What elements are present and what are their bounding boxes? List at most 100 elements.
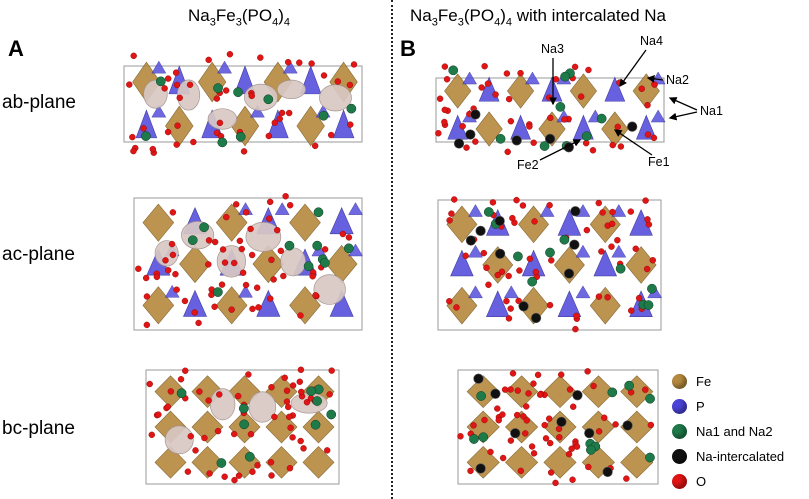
na-atom xyxy=(483,207,494,217)
panel-divider xyxy=(391,0,393,499)
o-atom xyxy=(572,325,579,333)
legend-item-fe: Fe xyxy=(672,371,711,391)
o-atom xyxy=(571,63,579,71)
p-tetrahedron xyxy=(557,290,582,317)
o-atom xyxy=(130,147,137,155)
na-atom xyxy=(312,396,322,406)
p-tetrahedron xyxy=(611,244,627,258)
o-atom xyxy=(547,114,554,122)
o-atom xyxy=(608,243,615,250)
o-atom xyxy=(266,215,273,222)
na-atom xyxy=(310,419,321,430)
o-atom xyxy=(546,202,553,209)
o-atom xyxy=(155,411,162,418)
o-atom xyxy=(231,476,238,484)
o-atom xyxy=(249,305,256,313)
o-atom xyxy=(308,60,315,67)
o-atom xyxy=(470,422,477,429)
o-atom xyxy=(280,272,287,280)
p-tetrahedron xyxy=(557,208,582,236)
o-atom xyxy=(286,202,294,209)
o-atom xyxy=(327,131,335,139)
o-atom xyxy=(238,245,245,253)
o-atom xyxy=(149,145,157,153)
na-atom xyxy=(213,83,223,93)
o-atom xyxy=(218,281,226,288)
o-atom xyxy=(135,265,142,273)
na-intercalated-atom xyxy=(530,312,542,324)
o-atom xyxy=(181,297,189,305)
o-atom xyxy=(216,119,224,127)
o-atom xyxy=(530,450,538,457)
na-intercalated-atom xyxy=(518,301,529,312)
o-atom xyxy=(519,202,527,209)
fe-octahedron xyxy=(191,375,224,408)
o-atom xyxy=(601,414,608,421)
o-atom xyxy=(267,459,275,466)
na-intercalated-atom xyxy=(475,463,486,474)
o-atom xyxy=(530,380,537,387)
na-atom xyxy=(476,391,486,401)
p-tetrahedron xyxy=(238,284,253,298)
plane-label-ac: ac-plane xyxy=(2,244,75,265)
o-atom xyxy=(296,59,303,66)
p-tetrahedron xyxy=(650,109,666,123)
structure-b-ac xyxy=(437,196,663,333)
o-atom xyxy=(148,431,155,439)
fe-octahedron xyxy=(302,446,335,479)
o-atom xyxy=(509,214,516,222)
o-atom xyxy=(206,470,213,477)
p-tetrahedron xyxy=(217,60,232,74)
na-intercalated-atom xyxy=(453,138,465,149)
fe-octahedron xyxy=(154,446,187,479)
o-atom xyxy=(534,371,542,379)
o-atom xyxy=(608,220,616,228)
fe-octahedron xyxy=(506,73,535,109)
o-atom xyxy=(448,210,455,217)
na-intercalated-atom xyxy=(570,206,581,217)
plane-label-ab: ab-plane xyxy=(2,92,76,113)
o-atom xyxy=(211,303,218,310)
o-atom xyxy=(503,297,510,305)
o-atom xyxy=(523,417,530,424)
o-atom xyxy=(457,433,464,440)
o-atom xyxy=(485,281,492,288)
o-atom xyxy=(230,259,238,267)
o-atom xyxy=(526,255,534,262)
isosurface-blob xyxy=(245,221,282,252)
o-atom xyxy=(635,294,643,302)
p-tetrahedron xyxy=(151,60,167,74)
na-atom xyxy=(233,87,243,98)
o-atom xyxy=(584,368,591,375)
na-atom xyxy=(647,283,657,294)
o-atom xyxy=(247,225,254,233)
p-tetrahedron xyxy=(274,202,290,215)
p-tetrahedron xyxy=(468,244,483,258)
o-atom xyxy=(285,413,293,421)
na-atom xyxy=(312,240,323,251)
o-atom xyxy=(541,421,548,429)
fe-octahedron xyxy=(569,73,598,109)
label-na3: Na3 xyxy=(541,42,564,56)
o-atom xyxy=(595,428,603,435)
isosurface-blob xyxy=(216,245,246,278)
o-atom xyxy=(281,374,288,381)
o-atom xyxy=(644,101,651,109)
o-atom xyxy=(326,391,333,398)
o-atom xyxy=(169,209,177,216)
o-atom xyxy=(172,270,179,278)
o-atom xyxy=(436,95,444,102)
o-atom xyxy=(297,312,304,319)
structure-b-bc xyxy=(457,368,659,487)
na-atom xyxy=(244,451,255,462)
o-atom xyxy=(192,447,199,454)
o-atom xyxy=(472,138,479,145)
o-atom xyxy=(143,321,151,329)
fe-octahedron xyxy=(581,446,615,479)
fe-octahedron xyxy=(191,410,224,444)
plane-label-bc: bc-plane xyxy=(2,418,75,439)
p-tetrahedron xyxy=(604,76,626,102)
o-atom xyxy=(441,106,448,114)
o-atom xyxy=(494,271,501,279)
